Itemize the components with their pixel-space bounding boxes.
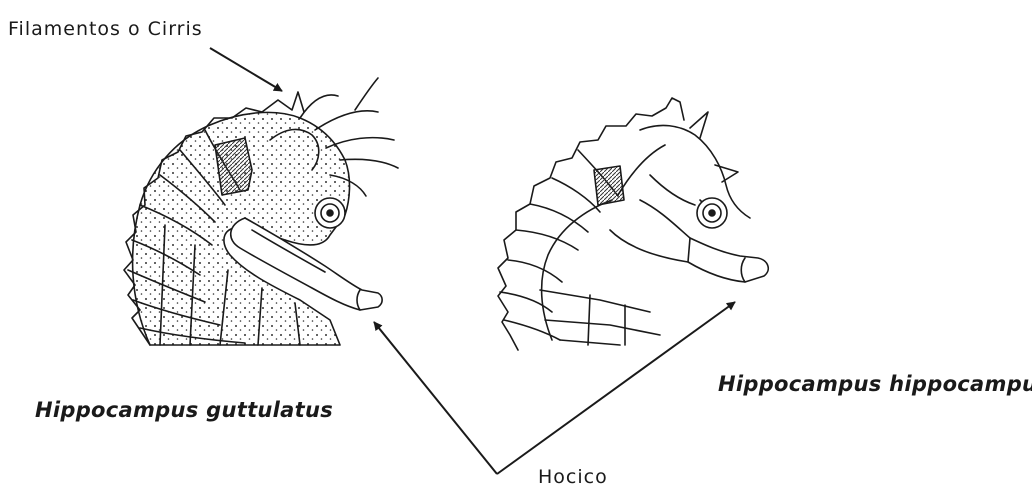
seahorse-guttulatus-illustration <box>124 78 398 345</box>
seahorse-hippocampus-illustration <box>498 98 768 350</box>
species-label-hippocampus: Hippocampus hippocampus <box>718 372 1032 396</box>
snout-label: Hocico <box>538 466 608 488</box>
species-label-guttulatus: Hippocampus guttulatus <box>35 398 333 422</box>
snout-arrow-left <box>374 322 497 474</box>
filaments-arrow <box>210 48 282 91</box>
filaments-label: Filamentos o Cirris <box>8 18 203 40</box>
